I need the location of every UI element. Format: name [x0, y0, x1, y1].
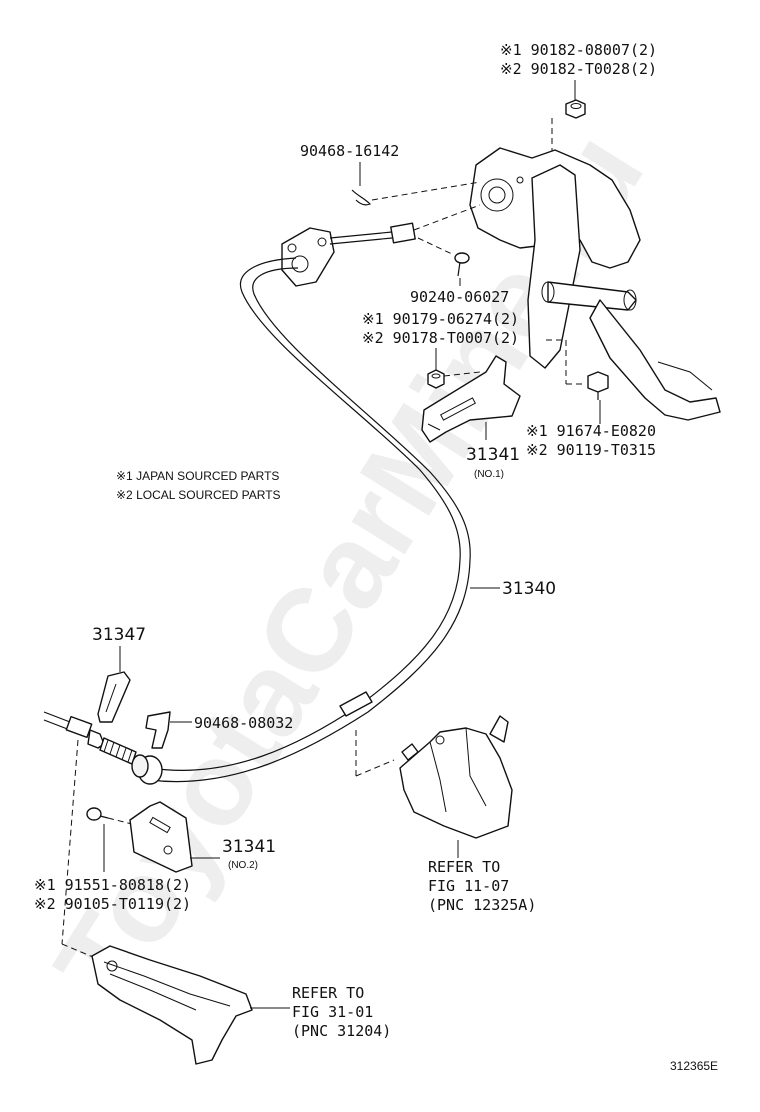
label-cable[interactable]: 31340 [502, 579, 556, 599]
label-clip-31347[interactable]: 31347 [92, 625, 146, 645]
label-refer-a-3: (PNC 12325A) [428, 896, 536, 914]
bolt-right-part[interactable] [587, 371, 609, 400]
label-top-nut-1[interactable]: ※1 90182-08007(2) [500, 41, 657, 59]
label-bracket-no2[interactable]: 31341 [222, 837, 276, 857]
release-fork-part[interactable] [91, 945, 253, 1065]
clutch-release-cable[interactable] [149, 257, 471, 783]
dashed-fork [61, 739, 79, 945]
label-top-nut-2[interactable]: ※2 90182-T0028(2) [500, 60, 657, 78]
label-mid-nut-2[interactable]: ※2 90178-T0007(2) [362, 329, 519, 347]
dashed-trans-h [355, 759, 395, 777]
label-bolt-lower-1[interactable]: ※1 91551-80818(2) [34, 876, 191, 894]
label-bracket-no1[interactable]: 31341 [466, 445, 520, 465]
bracket-no1-part[interactable] [421, 355, 521, 443]
label-bolt-right-2[interactable]: ※2 90119-T0315 [526, 441, 656, 459]
bracket-no2-part[interactable] [129, 801, 193, 873]
clip-top-part[interactable] [351, 189, 372, 206]
clutch-pedal-assembly[interactable] [469, 147, 721, 421]
top-nut-part[interactable] [565, 99, 586, 119]
legend-local: ※2 LOCAL SOURCED PARTS [116, 488, 281, 502]
pin-part[interactable] [454, 252, 470, 277]
label-bracket-no1-sub: (NO.1) [474, 469, 504, 480]
label-refer-a-2: FIG 11-07 [428, 877, 509, 895]
label-refer-b-3: (PNC 31204) [292, 1022, 391, 1040]
label-mid-nut-1[interactable]: ※1 90179-06274(2) [362, 310, 519, 328]
dashed-mid-nut [443, 371, 481, 377]
cable-end-flange[interactable] [281, 222, 416, 287]
label-bracket-no2-sub: (NO.2) [228, 860, 258, 871]
transmission-bracket-part[interactable] [399, 715, 513, 839]
label-refer-b-1: REFER TO [292, 984, 364, 1002]
dashed-clevis [413, 204, 481, 231]
dashed-bolt-lower [107, 817, 133, 825]
mid-nut-part[interactable] [427, 369, 445, 389]
label-refer-b-2: FIG 31-01 [292, 1003, 373, 1021]
label-clip-top[interactable]: 90468-16142 [300, 142, 399, 160]
label-bolt-right-1[interactable]: ※1 91674-E0820 [526, 422, 656, 440]
clip-08032-part[interactable] [145, 711, 171, 749]
legend-japan: ※1 JAPAN SOURCED PARTS [116, 469, 279, 483]
figure-code: 312365E [670, 1059, 718, 1073]
bolt-lower-part[interactable] [86, 807, 109, 821]
dashed-clip-top [371, 181, 481, 201]
label-bolt-lower-2[interactable]: ※2 90105-T0119(2) [34, 895, 191, 913]
label-clip-08032[interactable]: 90468-08032 [194, 714, 293, 732]
clip-31347-part[interactable] [97, 671, 131, 723]
label-pin[interactable]: 90240-06027 [410, 288, 509, 306]
cable-end-fitting[interactable] [43, 711, 163, 785]
dashed-pin [417, 237, 453, 255]
label-refer-a-1: REFER TO [428, 858, 500, 876]
